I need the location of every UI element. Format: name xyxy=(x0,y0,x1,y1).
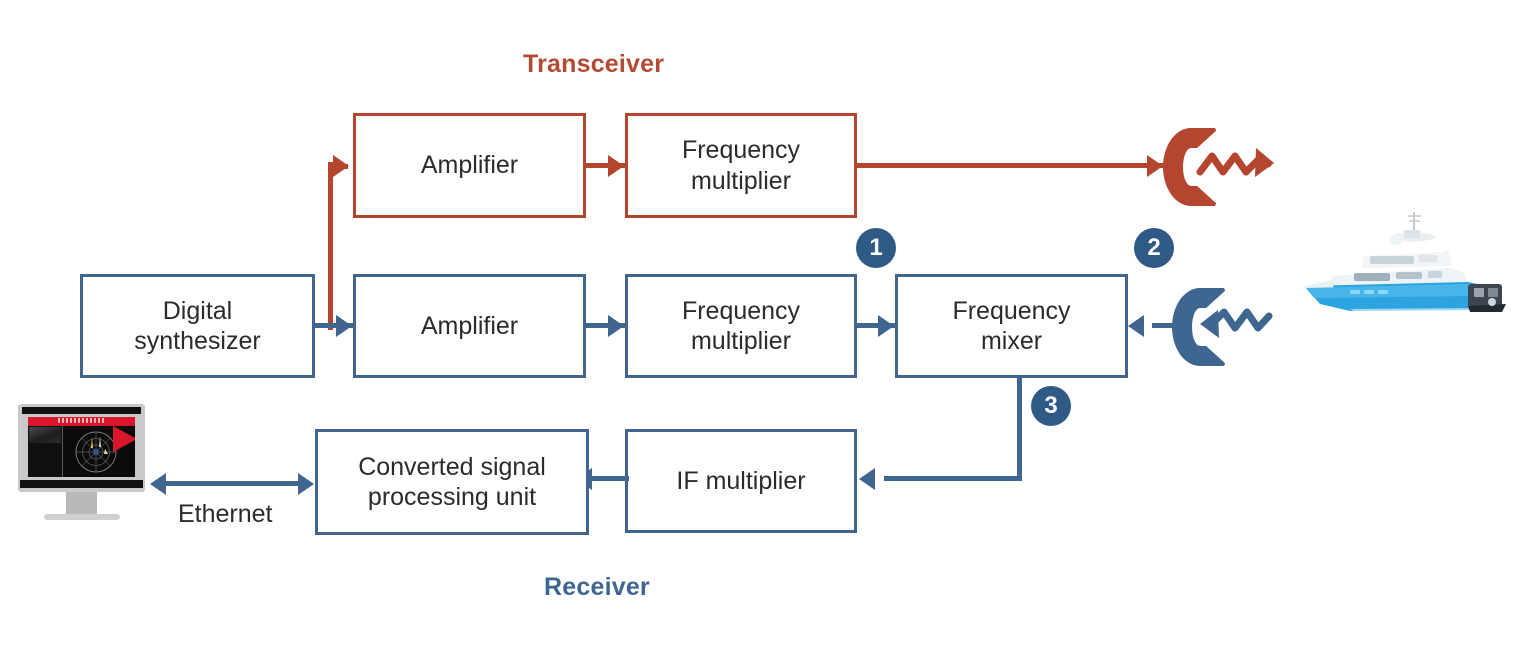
receiver-section-title: Receiver xyxy=(544,573,650,601)
connector-synth-to-amplifier xyxy=(315,323,355,328)
radar-sector-cone xyxy=(113,426,135,452)
block-if-multiplier[interactable]: IF multiplier xyxy=(625,429,857,533)
radar-ppi-icon xyxy=(75,431,117,473)
monitor-stand-base xyxy=(44,514,120,520)
connector-antenna-to-mixer xyxy=(1152,323,1184,328)
arrowhead-into-main-frequency-multiplier xyxy=(608,315,624,337)
badge-3: 3 xyxy=(1031,386,1071,426)
monitor-screen xyxy=(28,417,135,477)
ethernet-label: Ethernet xyxy=(178,500,273,528)
monitor-bottom-bar xyxy=(20,480,143,488)
block-frequency-mixer[interactable]: Frequency mixer xyxy=(895,274,1128,378)
block-digital-synthesizer[interactable]: Digital synthesizer xyxy=(80,274,315,378)
block-transmit-amplifier[interactable]: Amplifier xyxy=(353,113,586,218)
screen-camera-thumb xyxy=(29,427,61,443)
arrowhead-into-frequency-mixer xyxy=(878,315,894,337)
ethernet-connector xyxy=(166,481,300,486)
branch-line-vertical-red xyxy=(328,162,333,330)
arrowhead-into-top-frequency-multiplier xyxy=(608,155,624,177)
block-main-amplifier[interactable]: Amplifier xyxy=(353,274,586,378)
radar-display-monitor xyxy=(18,404,145,528)
transceiver-section-title: Transceiver xyxy=(523,50,665,78)
yacht-target-image xyxy=(1304,212,1506,313)
connector-mixer-down xyxy=(1017,378,1022,481)
screen-header-text xyxy=(58,418,106,423)
connector-to-if-multiplier xyxy=(884,476,1022,481)
screen-header-bar xyxy=(28,417,135,426)
badge-2: 2 xyxy=(1134,228,1174,268)
arrowhead-ethernet-left xyxy=(150,473,166,495)
block-main-frequency-multiplier[interactable]: Frequency multiplier xyxy=(625,274,857,378)
arrowhead-into-transmit-antenna xyxy=(1147,155,1163,177)
arrowhead-into-top-amplifier xyxy=(333,155,349,177)
connector-to-transmit-antenna xyxy=(857,163,1167,168)
monitor-top-bar xyxy=(22,407,141,414)
arrowhead-into-if-multiplier xyxy=(859,468,875,490)
transmit-antenna-icon xyxy=(1163,128,1219,206)
receive-wave-icon xyxy=(1200,308,1273,338)
arrowhead-into-mixer-from-antenna xyxy=(1128,315,1144,337)
monitor-stand-neck xyxy=(66,492,97,514)
block-converted-signal-processing-unit[interactable]: Converted signal processing unit xyxy=(315,429,589,535)
connector-if-to-processing-unit xyxy=(591,476,629,481)
receive-antenna-icon xyxy=(1172,288,1228,366)
block-transmit-frequency-multiplier[interactable]: Frequency multiplier xyxy=(625,113,857,218)
arrowhead-ethernet-right xyxy=(298,473,314,495)
transmit-wave-icon xyxy=(1196,148,1274,177)
arrowhead-into-main-amplifier xyxy=(336,315,352,337)
badge-1: 1 xyxy=(856,228,896,268)
screen-left-panel xyxy=(28,426,63,477)
